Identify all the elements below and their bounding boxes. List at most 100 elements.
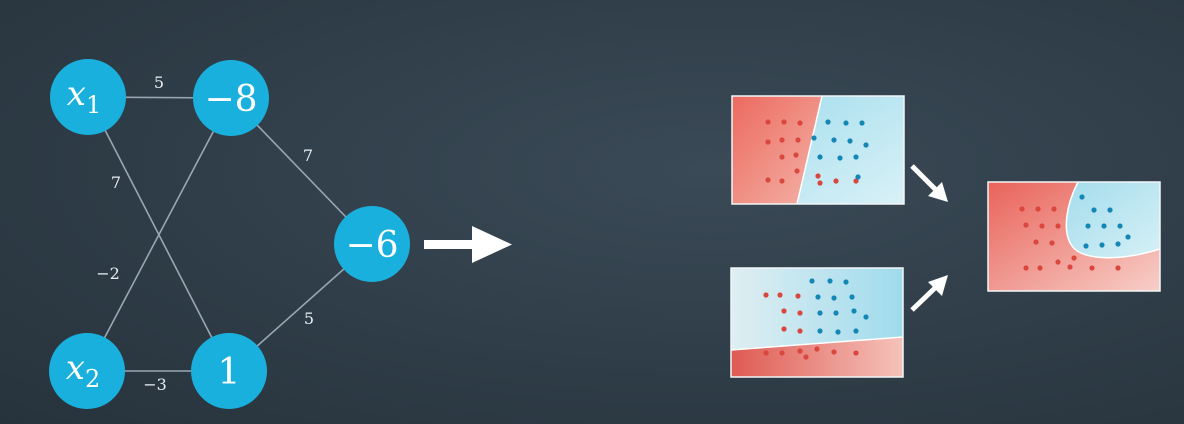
node-circle (50, 59, 126, 135)
network-nodes: x1 −8 x2 1 −6 (49, 59, 410, 409)
node-circle (191, 333, 267, 409)
blue-point (825, 119, 831, 125)
red-point (803, 354, 809, 360)
red-point (1037, 265, 1043, 271)
blue-point (843, 279, 849, 285)
edge-weight-x2-h2: −3 (143, 375, 167, 394)
red-point (1067, 264, 1073, 270)
blue-point (817, 154, 823, 160)
red-point (765, 177, 771, 183)
red-point (1023, 265, 1029, 271)
red-point (777, 292, 783, 298)
blue-point (831, 137, 837, 143)
arrow-up-right-icon (910, 275, 948, 312)
red-point (795, 137, 801, 143)
blue-point (817, 310, 823, 316)
red-point (815, 173, 821, 179)
edge-weight-x2-h1: −2 (96, 264, 120, 283)
red-point (831, 349, 837, 355)
blue-point (833, 310, 839, 316)
red-point (1055, 259, 1061, 265)
red-point (794, 168, 800, 174)
node-out: −6 (334, 206, 410, 282)
blue-point (1085, 223, 1091, 229)
blue-point (817, 328, 823, 334)
red-point (1051, 206, 1057, 212)
edge-x2-h1 (86, 97, 232, 372)
blue-point (1099, 242, 1105, 248)
node-label-h2: 1 (218, 352, 241, 393)
network-edge-labels: 5 7 −2 −3 7 5 (96, 73, 314, 394)
blue-point (1079, 194, 1085, 200)
blue-point (1115, 241, 1121, 247)
blue-point (847, 138, 853, 144)
red-point (1055, 223, 1061, 229)
red-point (797, 328, 803, 334)
blue-point (1117, 223, 1123, 229)
red-point (1019, 206, 1025, 212)
node-x2: x2 (49, 333, 125, 409)
node-label-x2: x2 (66, 348, 100, 393)
red-point (797, 310, 803, 316)
blue-point (1107, 207, 1113, 213)
blue-point (863, 142, 869, 148)
node-label-x1: x1 (67, 74, 101, 119)
red-point (797, 348, 803, 354)
red-point (765, 119, 771, 125)
red-point (781, 326, 787, 332)
red-point (853, 350, 859, 356)
blue-point (809, 278, 815, 284)
red-point (795, 293, 801, 299)
red-point (1039, 223, 1045, 229)
red-point (779, 154, 785, 160)
plot-combined (987, 181, 1161, 292)
network-edges (86, 96, 373, 372)
red-point (779, 137, 785, 143)
arrow-down-right-icon (910, 164, 948, 202)
edge-weight-h2-out: 5 (304, 309, 314, 328)
blue-point (863, 314, 869, 320)
blue-point (815, 294, 821, 300)
blue-point (855, 174, 861, 180)
red-point (797, 120, 803, 126)
node-circle (334, 206, 410, 282)
red-point (1115, 265, 1121, 271)
red-point (814, 346, 820, 352)
node-x1: x1 (50, 59, 126, 135)
red-point (763, 292, 769, 298)
node-h2: 1 (191, 333, 267, 409)
red-point (781, 308, 787, 314)
right-arrow-icon (424, 226, 512, 263)
red-point (779, 178, 785, 184)
edge-weight-x1-h1: 5 (154, 73, 164, 92)
neural-network: 5 7 −2 −3 7 5 x1 −8 x2 1 −6 (49, 59, 410, 409)
red-point (765, 139, 771, 145)
blue-point (851, 308, 857, 314)
blue-point (837, 155, 843, 161)
node-circle (193, 60, 269, 136)
node-label-h1: −8 (204, 79, 257, 120)
node-h1: −8 (193, 60, 269, 136)
red-point (779, 350, 785, 356)
red-point (781, 119, 787, 125)
red-point (1071, 255, 1077, 261)
blue-point (811, 135, 817, 141)
edge-weight-h1-out: 7 (303, 146, 313, 165)
red-point (1035, 206, 1041, 212)
edge-weight-x1-h2: 7 (111, 173, 121, 192)
blue-point (859, 120, 865, 126)
red-point (817, 180, 823, 186)
blue-point (1083, 243, 1089, 249)
node-circle (49, 333, 125, 409)
red-point (1033, 239, 1039, 245)
blue-point (853, 328, 859, 334)
blue-point (1125, 234, 1131, 240)
plot-bottom (730, 267, 904, 378)
red-point (833, 178, 839, 184)
blue-point (831, 295, 837, 301)
node-label-out: −6 (345, 225, 398, 266)
blue-point (843, 120, 849, 126)
red-point (853, 178, 859, 184)
plot-top (731, 95, 905, 205)
